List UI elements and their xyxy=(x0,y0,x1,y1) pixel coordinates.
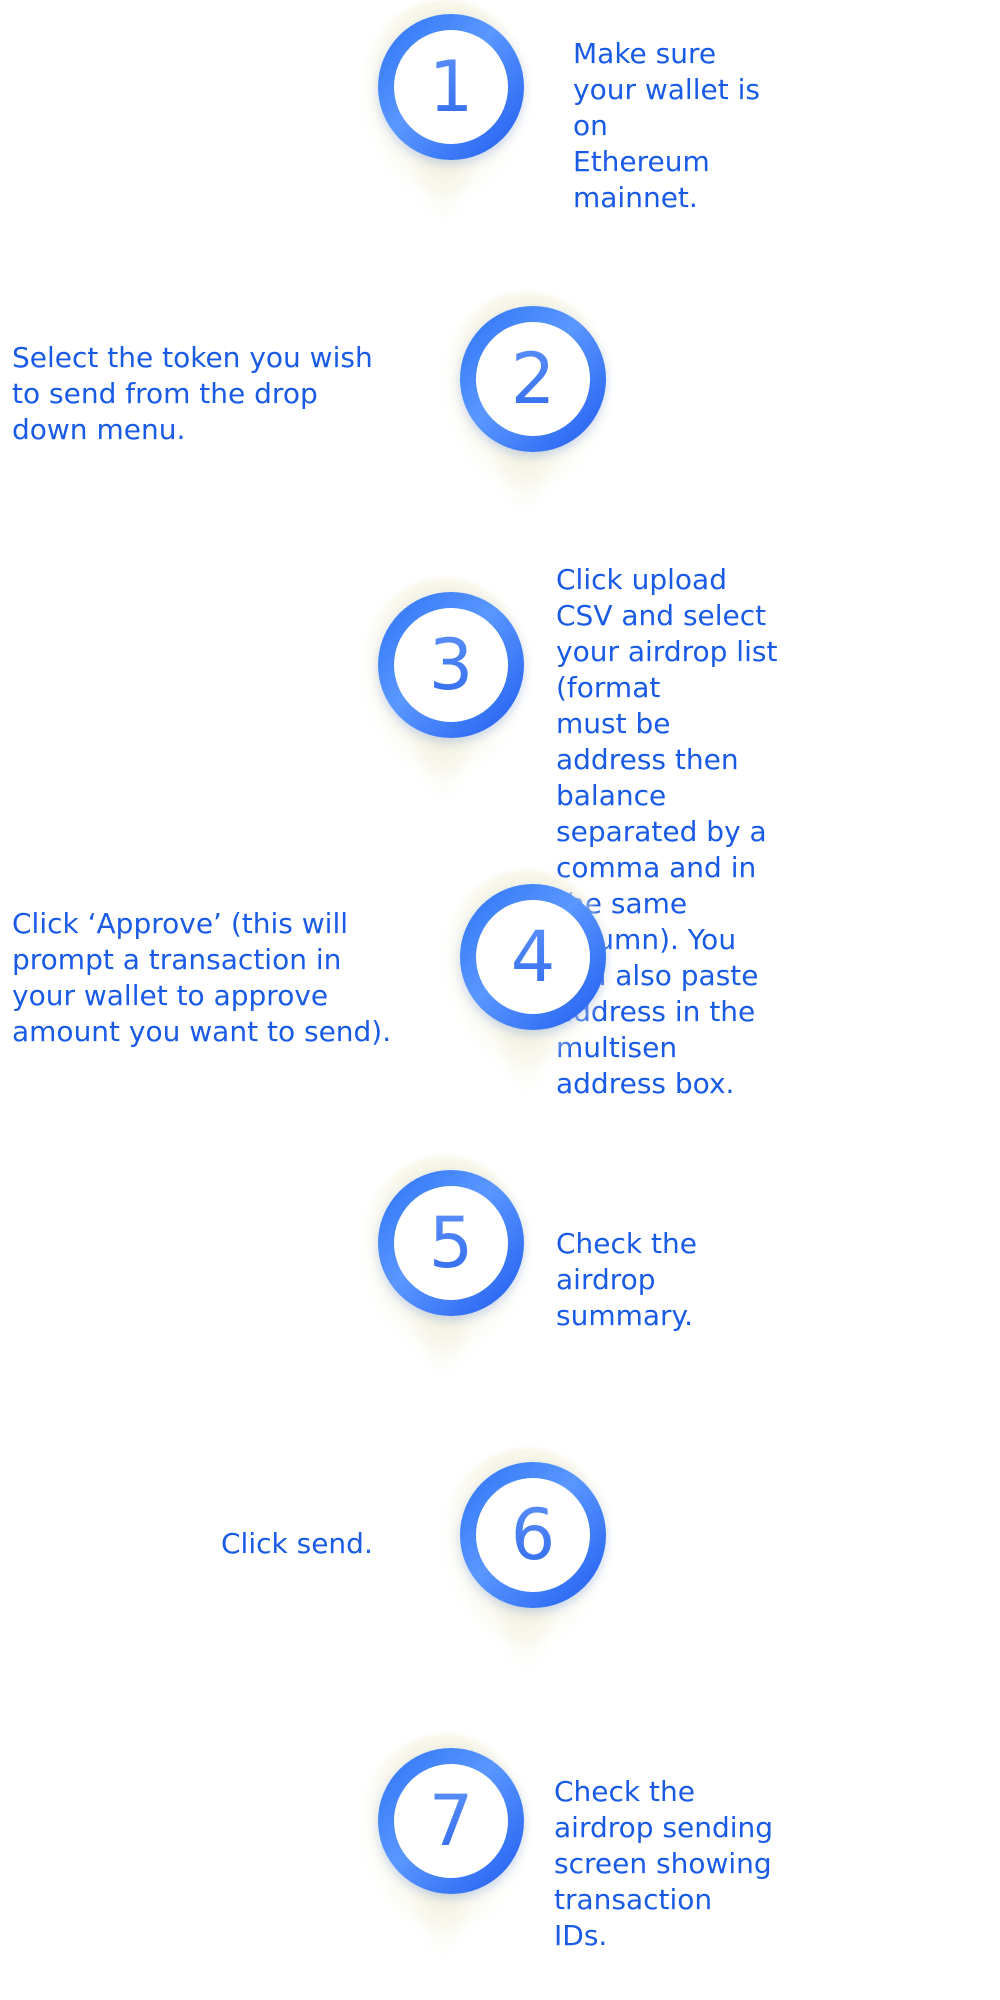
step-badge-6: 6 xyxy=(442,1448,640,1667)
step-number: 1 xyxy=(378,14,524,160)
badge-ring-icon: 1 xyxy=(378,14,524,160)
badge-ring-center xyxy=(394,608,508,722)
step-number: 6 xyxy=(460,1462,606,1608)
step-text: Make sure your wallet is on Ethereum mai… xyxy=(573,37,760,214)
step-text: Select the token you wish to send from t… xyxy=(12,341,373,446)
badge-ring-icon: 2 xyxy=(460,306,606,452)
badge-ring-center xyxy=(476,322,590,436)
step-number: 5 xyxy=(378,1170,524,1316)
step-badge-3: 3 xyxy=(360,578,558,797)
step-badge-2: 2 xyxy=(442,292,640,511)
badge-ring-center xyxy=(394,1764,508,1878)
step-text: Check the airdrop summary. xyxy=(556,1227,697,1332)
step-badge-5: 5 xyxy=(360,1156,558,1375)
step-number: 2 xyxy=(460,306,606,452)
step-number: 4 xyxy=(460,884,606,1030)
step-text: Click ‘Approve’ (this will prompt a tran… xyxy=(12,907,392,1048)
badge-ring-icon: 4 xyxy=(460,884,606,1030)
step-badge-4: 4 xyxy=(442,870,640,1089)
badge-ring-center xyxy=(394,1186,508,1300)
badge-ring-center xyxy=(476,900,590,1014)
step-badge-1: 1 xyxy=(360,0,558,219)
step-text: Click send. xyxy=(221,1527,373,1560)
badge-ring-icon: 3 xyxy=(378,592,524,738)
badge-ring-icon: 7 xyxy=(378,1748,524,1894)
airdrop-steps: 1 Make sure your wallet is on Ethereum m… xyxy=(12,0,778,1953)
step-badge-7: 7 xyxy=(360,1734,558,1953)
step-number: 7 xyxy=(378,1748,524,1894)
step-number: 3 xyxy=(378,592,524,738)
badge-ring-icon: 6 xyxy=(460,1462,606,1608)
badge-ring-center xyxy=(394,30,508,144)
step-text: Check the airdrop sending screen showing… xyxy=(554,1775,774,1952)
badge-ring-icon: 5 xyxy=(378,1170,524,1316)
step-text: Click upload CSV and select your airdrop… xyxy=(556,563,778,1100)
badge-ring-center xyxy=(476,1478,590,1592)
